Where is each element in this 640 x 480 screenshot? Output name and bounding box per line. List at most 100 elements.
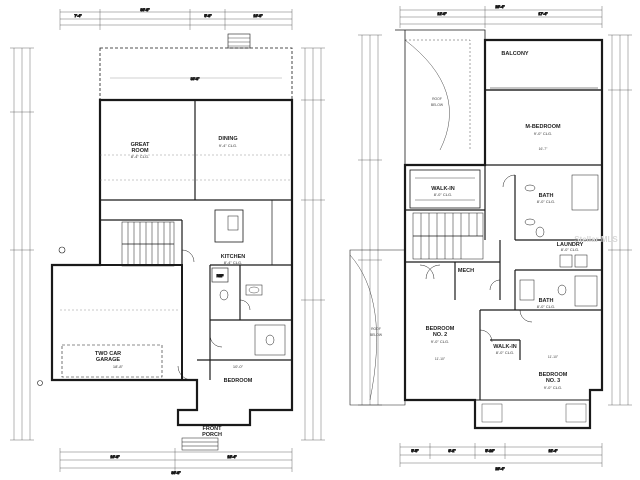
great-room-ceiling: 8'-4" CLG. bbox=[131, 154, 149, 159]
garage-label-line: GARAGE bbox=[96, 357, 120, 363]
patio-steps bbox=[227, 33, 251, 49]
walk-in-mid-label: WALK-IN bbox=[493, 344, 517, 350]
hall-bath-ceiling: 8'-0" CLG. bbox=[537, 304, 555, 309]
master-bedroom-label: M-BEDROOM bbox=[525, 124, 561, 130]
laundry-machine bbox=[559, 254, 573, 268]
covered-patio-outline bbox=[99, 47, 293, 101]
bottom-bay bbox=[474, 399, 591, 429]
watermark-logo: Stellar MLS bbox=[574, 235, 618, 244]
second-floor-doors bbox=[419, 174, 533, 343]
roof-below-label-2-line: BELOW bbox=[370, 333, 383, 337]
garage-wall bbox=[51, 264, 183, 381]
second-floor-left-dimensions bbox=[358, 34, 382, 406]
master-toilet bbox=[535, 226, 545, 238]
walk-in-top-ceiling: 8'-0" CLG. bbox=[434, 192, 452, 197]
second-floor-right-dimensions bbox=[608, 34, 632, 406]
kitchen-sink bbox=[227, 215, 239, 231]
kitchen-label: KITCHEN bbox=[221, 254, 245, 260]
bedroom-3-label-line: NO. 3 bbox=[546, 378, 560, 384]
second-floor-top-dimensions bbox=[399, 6, 603, 28]
front-porch-label-line: PORCH bbox=[202, 432, 222, 438]
bedroom-dim: 10'-0" bbox=[233, 364, 244, 369]
balcony-area bbox=[484, 39, 603, 91]
first-floor-left-dimensions bbox=[10, 47, 34, 441]
first-floor-exterior-wall bbox=[50, 98, 294, 427]
kitchen-island bbox=[214, 209, 244, 243]
garage-door-dashed bbox=[61, 344, 163, 378]
kitchen-ceiling: 8'-4" CLG. bbox=[224, 260, 242, 265]
second-floor-bottom-dimensions bbox=[399, 443, 603, 467]
second-top-dim-2: 17'-4" bbox=[538, 12, 548, 16]
hall-bath-label: BATH bbox=[539, 298, 554, 304]
master-shower bbox=[571, 174, 599, 211]
first-top-dim-4: 19'-8" bbox=[253, 14, 263, 18]
column-marker bbox=[58, 246, 66, 254]
first-floor-stairs bbox=[121, 221, 175, 267]
first-floor-interior-walls bbox=[100, 100, 292, 380]
powder-vanity bbox=[245, 284, 263, 296]
hall-bath-vanity bbox=[519, 279, 535, 301]
bedroom-2-label-line: NO. 2 bbox=[433, 332, 447, 338]
first-top-dim-3: 5'-8" bbox=[204, 14, 212, 18]
first-floor-top-dimensions bbox=[59, 9, 293, 30]
first-top-dim-1: 7'-4" bbox=[74, 14, 82, 18]
dining-ceiling: 9'-4" CLG. bbox=[219, 143, 237, 148]
walk-in-closet-top bbox=[409, 169, 481, 209]
master-bedroom-dim: 16'-7" bbox=[539, 147, 548, 151]
second-top-dim-1: 12'-0" bbox=[437, 12, 447, 16]
bedroom-3-dim: 11'-10" bbox=[548, 355, 559, 359]
front-porch-steps bbox=[181, 437, 219, 451]
great-room-label-line: ROOM bbox=[131, 148, 149, 154]
bath-toilet bbox=[265, 334, 275, 346]
master-bath-label: BATH bbox=[539, 193, 554, 199]
roof-below-label-1-line: BELOW bbox=[431, 103, 444, 107]
laundry-label: LAUNDRY bbox=[557, 242, 584, 248]
column-marker bbox=[37, 380, 43, 386]
first-floor-bottom-dimensions bbox=[59, 448, 293, 472]
master-bath-sink-1 bbox=[524, 184, 536, 192]
second-bottom-dim-1: 5'-5" bbox=[411, 449, 419, 453]
second-floor-plan: 12'-0" 17'-4" 29'-4" bbox=[349, 5, 632, 472]
dining-label: DINING bbox=[218, 136, 237, 142]
first-bottom-dim-1: 16'-8" bbox=[110, 455, 120, 459]
master-bath-sink-2 bbox=[524, 218, 536, 226]
first-floor-right-dimensions bbox=[301, 47, 325, 441]
second-floor-interior-walls bbox=[405, 90, 602, 400]
laundry-ceiling: 8'-0" CLG. bbox=[561, 247, 579, 252]
second-bottom-dim-2: 8'-1" bbox=[448, 449, 456, 453]
second-bottom-dim-4: 11'-4" bbox=[549, 449, 559, 453]
first-floor-plan: 7'-4" 30'-8" 5'-8" 19'-8" bbox=[10, 8, 325, 476]
first-floor-doors bbox=[177, 249, 251, 381]
patio-dim: 30'-8" bbox=[191, 77, 200, 81]
bedroom-3-ceiling: 9'-0" CLG. bbox=[544, 385, 562, 390]
bedroom-2-dim: 11'-10" bbox=[435, 357, 446, 361]
mech-label: MECH bbox=[458, 268, 474, 274]
first-bottom-dim-2: 18'-4" bbox=[227, 455, 237, 459]
bedroom-2-ceiling: 9'-0" CLG. bbox=[431, 339, 449, 344]
second-top-dim-3: 29'-4" bbox=[495, 5, 505, 9]
roof-below-area-left bbox=[349, 249, 406, 406]
hall-bath-tub bbox=[574, 275, 598, 307]
master-bedroom-ceiling: 9'-0" CLG. bbox=[534, 131, 552, 136]
first-bottom-dim-3: 36'-8" bbox=[171, 471, 181, 475]
first-top-dim-2: 30'-8" bbox=[140, 8, 150, 12]
kitchen-counter bbox=[271, 199, 293, 266]
second-bottom-dim-3: 5'-10" bbox=[485, 449, 495, 453]
second-bottom-dim-5: 29'-4" bbox=[495, 467, 505, 471]
ceiling-lines bbox=[60, 154, 292, 311]
bedroom-label: BEDROOM bbox=[224, 378, 253, 384]
master-bath-ceiling: 8'-0" CLG. bbox=[537, 199, 555, 204]
refrigerator bbox=[211, 267, 229, 283]
garage-dim: 18'-8" bbox=[113, 364, 124, 369]
walk-in-mid-ceiling: 8'-0" CLG. bbox=[496, 350, 514, 355]
ref-label: REF bbox=[217, 274, 224, 278]
hall-bath-toilet bbox=[557, 284, 567, 296]
